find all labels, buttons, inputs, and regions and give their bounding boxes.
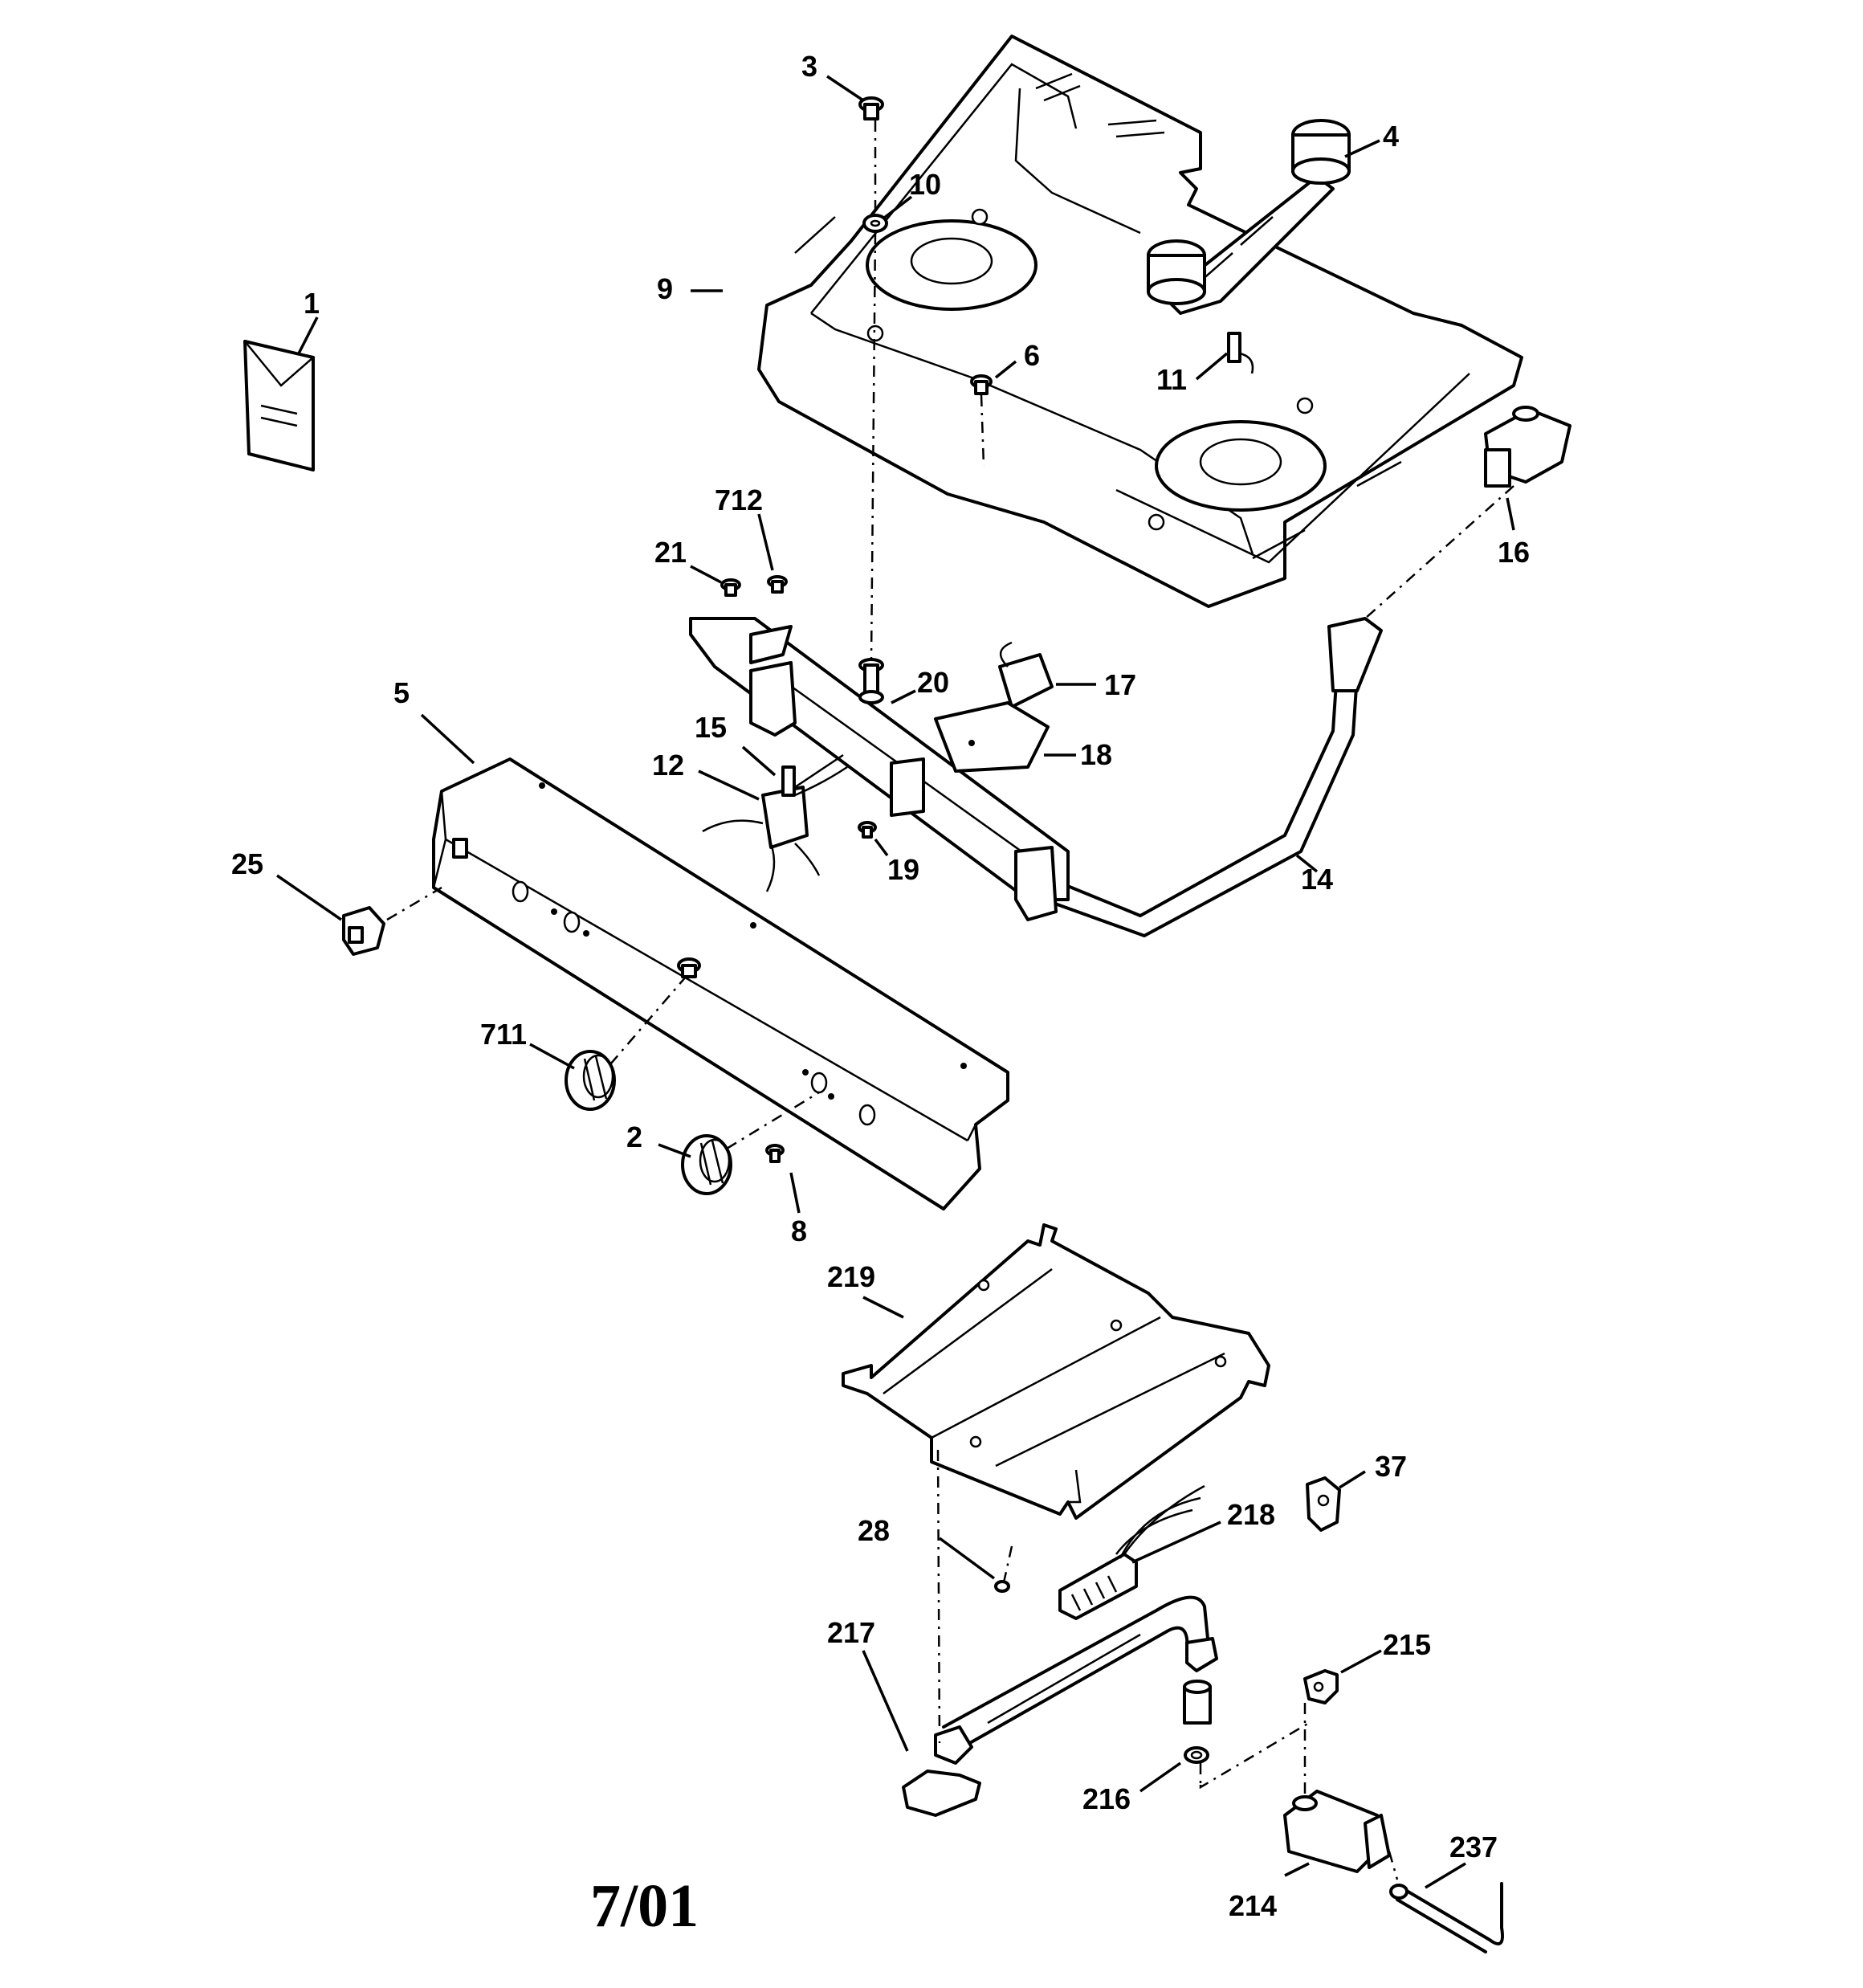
part-9-burner-box bbox=[757, 35, 1523, 608]
callout-1: 1 bbox=[304, 287, 320, 320]
callout-6: 6 bbox=[1024, 339, 1040, 372]
callout-18: 18 bbox=[1080, 738, 1112, 771]
callout-10: 10 bbox=[909, 168, 941, 201]
part-712-screw bbox=[767, 575, 788, 594]
date-code: 7/01 bbox=[590, 1872, 699, 1940]
callout-217: 217 bbox=[827, 1616, 875, 1649]
callout-labels: 1 2 3 4 5 6 8 9 10 11 12 14 15 16 17 18 … bbox=[231, 50, 1530, 1922]
part-manifold-bracket bbox=[689, 617, 1070, 921]
callout-28: 28 bbox=[858, 1514, 890, 1547]
part-37-bracket bbox=[1306, 1476, 1341, 1532]
part-8-screw bbox=[765, 1144, 785, 1163]
callout-19: 19 bbox=[887, 853, 919, 886]
part-17-ignition-switch bbox=[998, 641, 1054, 708]
callout-712: 712 bbox=[715, 484, 763, 516]
callout-4: 4 bbox=[1383, 120, 1399, 153]
part-5-manifold-panel bbox=[432, 757, 1009, 1210]
part-14-manifold-pipe bbox=[1042, 617, 1383, 937]
assembly-lines bbox=[386, 120, 1514, 1880]
callout-2: 2 bbox=[626, 1121, 642, 1153]
part-15-switch-harness bbox=[781, 753, 848, 797]
callout-215: 215 bbox=[1383, 1628, 1431, 1661]
callout-leaders bbox=[276, 75, 1515, 1889]
callout-218: 218 bbox=[1227, 1498, 1275, 1531]
callout-219: 219 bbox=[827, 1260, 875, 1293]
part-219-burner-heat-shield bbox=[842, 1223, 1270, 1520]
part-1-literature-envelope bbox=[243, 340, 315, 471]
part-10-grommet bbox=[862, 214, 888, 233]
callout-14: 14 bbox=[1301, 863, 1333, 896]
part-4-top-burner-assembly bbox=[1147, 119, 1351, 315]
callout-25: 25 bbox=[231, 847, 263, 880]
callout-214: 214 bbox=[1229, 1889, 1277, 1922]
callout-37: 37 bbox=[1375, 1450, 1407, 1483]
part-11-clip bbox=[1227, 332, 1254, 374]
part-2-control-knob bbox=[681, 1134, 732, 1195]
callout-9: 9 bbox=[657, 272, 673, 305]
part-214-oven-safety-valve bbox=[1283, 1790, 1391, 1873]
callout-20: 20 bbox=[917, 666, 949, 699]
part-21-screw bbox=[720, 578, 741, 597]
part-711-control-knob bbox=[565, 1050, 616, 1111]
part-orifice-holder bbox=[1183, 1680, 1212, 1725]
part-18-switch-bracket bbox=[934, 701, 1050, 773]
callout-5: 5 bbox=[393, 676, 410, 709]
part-28-nut bbox=[994, 1580, 1010, 1593]
callout-3: 3 bbox=[801, 50, 817, 83]
part-237-gas-tube bbox=[1389, 1882, 1504, 1953]
part-217-oven-burner bbox=[902, 1595, 1218, 1817]
callout-237: 237 bbox=[1449, 1831, 1498, 1863]
callout-11: 11 bbox=[1156, 363, 1187, 396]
part-19-screw bbox=[858, 821, 877, 839]
part-216-nut bbox=[1184, 1746, 1209, 1764]
part-6-screw bbox=[970, 374, 993, 395]
part-16-pressure-regulator bbox=[1484, 406, 1572, 488]
callout-711: 711 bbox=[480, 1018, 527, 1051]
callout-12: 12 bbox=[652, 749, 684, 782]
part-3-screw bbox=[858, 96, 884, 120]
part-20-orifice-stud bbox=[858, 658, 884, 704]
callout-16: 16 bbox=[1498, 536, 1530, 569]
part-218-oven-ignitor bbox=[1058, 1484, 1205, 1620]
callout-15: 15 bbox=[695, 711, 727, 744]
callout-216: 216 bbox=[1082, 1782, 1131, 1815]
part-215-bracket bbox=[1303, 1669, 1339, 1704]
callout-21: 21 bbox=[654, 536, 687, 569]
part-25-bezel bbox=[342, 906, 385, 956]
callout-17: 17 bbox=[1104, 668, 1136, 701]
callout-8: 8 bbox=[791, 1214, 807, 1247]
part-12-valve bbox=[702, 786, 821, 892]
